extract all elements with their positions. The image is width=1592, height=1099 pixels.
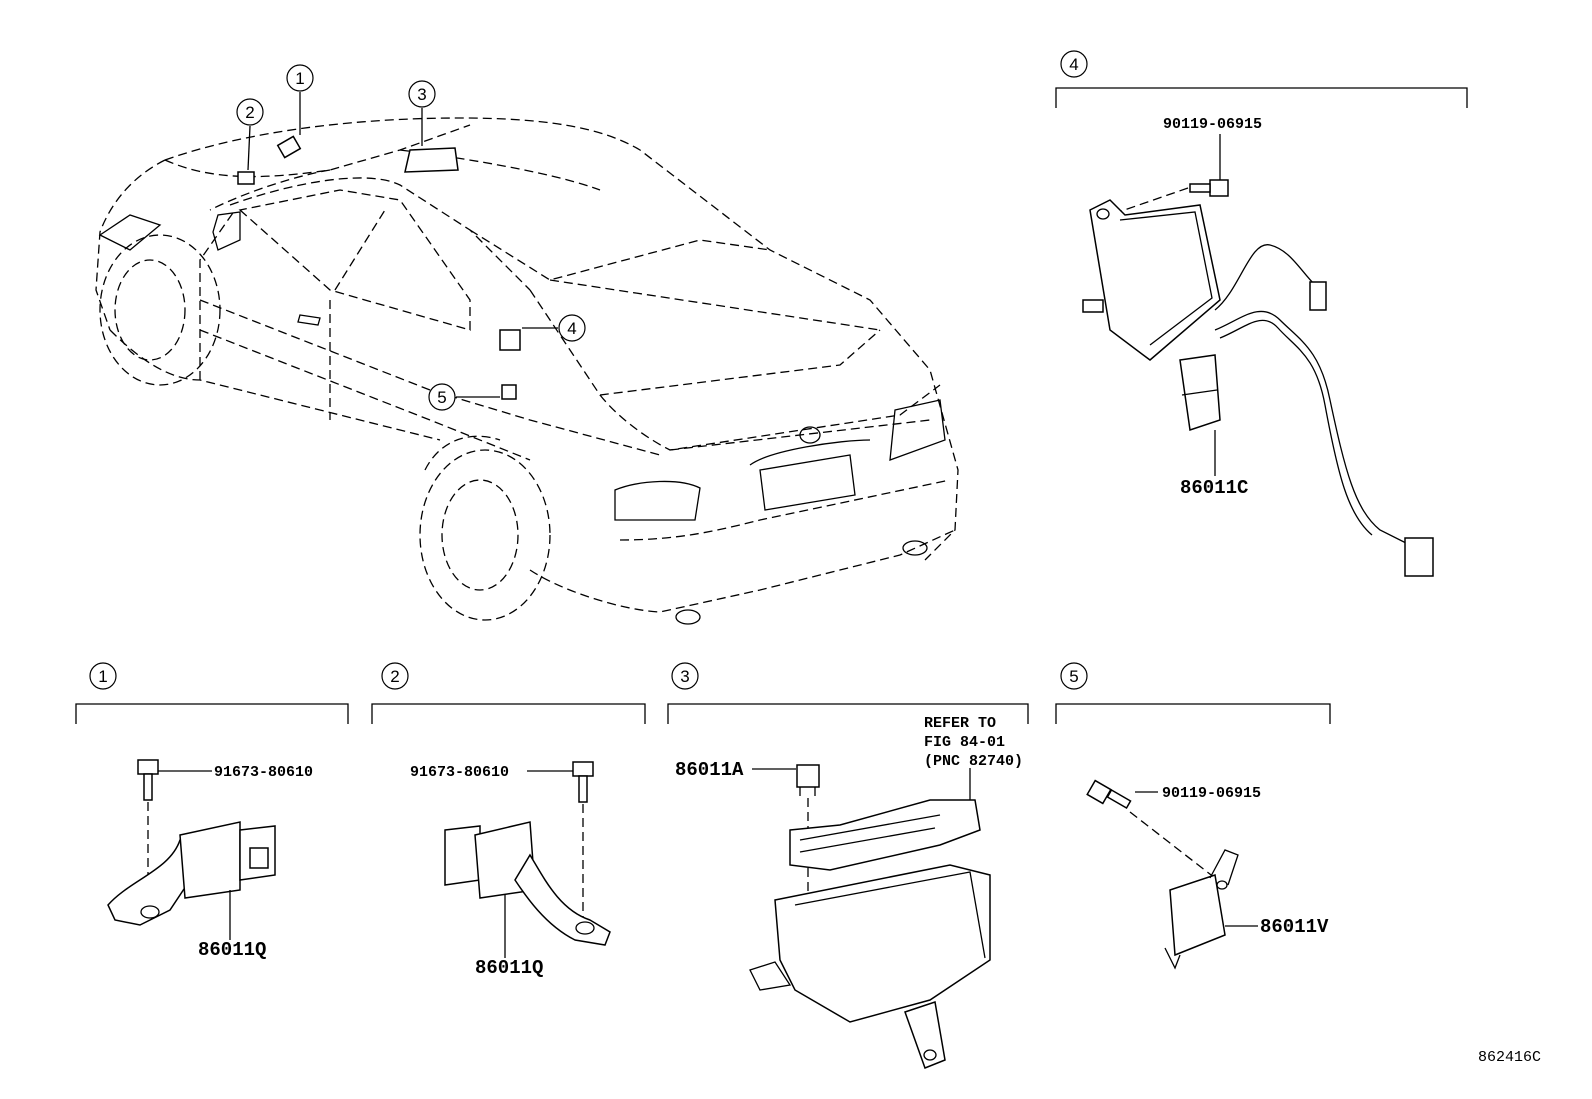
detail-5-part-number: 86011V bbox=[1260, 916, 1329, 938]
figure-id: 862416C bbox=[1478, 1049, 1541, 1066]
antenna-module-icon bbox=[1082, 199, 1221, 431]
car-callouts: 1 2 3 4 5 bbox=[236, 64, 586, 411]
callout-2-label: 2 bbox=[245, 103, 254, 122]
detail-4-part-number: 86011C bbox=[1180, 477, 1248, 499]
sensor-module-icon bbox=[1164, 849, 1239, 970]
detail-3-marker bbox=[671, 662, 699, 690]
bolt-icon bbox=[137, 759, 159, 801]
detail-5-bolt-number: 90119-06915 bbox=[1162, 785, 1261, 802]
callout-1-label: 1 bbox=[295, 69, 304, 88]
detail-2-marker bbox=[381, 662, 409, 690]
detail-2-label: 2 bbox=[390, 667, 399, 686]
detail-4: 4 90119-06915 86011C bbox=[1055, 50, 1468, 577]
detail-3-label: 3 bbox=[680, 667, 689, 686]
callout-4 bbox=[558, 314, 586, 342]
sensor-bracket-icon bbox=[107, 821, 276, 926]
callout-5 bbox=[428, 383, 456, 411]
detail-5-marker bbox=[1060, 662, 1088, 690]
callout-5-label: 5 bbox=[437, 388, 446, 407]
detail-5: 5 90119-06915 86011V bbox=[1055, 662, 1331, 970]
detail-3-part-number: 86011A bbox=[675, 759, 744, 781]
relay-icon bbox=[796, 764, 820, 796]
detail-4-marker bbox=[1060, 50, 1088, 78]
sensor-bracket-icon bbox=[444, 821, 611, 946]
detail-1-bolt-number: 91673-80610 bbox=[214, 764, 313, 781]
bolt-icon bbox=[572, 761, 594, 803]
detail-3: 3 86011A REFER TO FIG 84-01 (PNC 82740) bbox=[667, 662, 1029, 1069]
detail-2: 2 91673-80610 86011Q bbox=[371, 662, 646, 979]
detail-3-refer-line-3: (PNC 82740) bbox=[924, 753, 1023, 770]
detail-1-marker bbox=[89, 662, 117, 690]
detail-1-part-number: 86011Q bbox=[198, 939, 266, 961]
bolt-icon bbox=[1189, 179, 1229, 197]
callout-1 bbox=[286, 64, 314, 92]
detail-5-label: 5 bbox=[1069, 667, 1078, 686]
callout-3-label: 3 bbox=[417, 85, 426, 104]
detail-2-part-number: 86011Q bbox=[475, 957, 543, 979]
callout-2 bbox=[236, 98, 264, 126]
callout-3 bbox=[408, 80, 436, 108]
detail-3-refer-line-2: FIG 84-01 bbox=[924, 734, 1005, 751]
detail-2-bolt-number: 91673-80610 bbox=[410, 764, 509, 781]
detail-3-refer-line-1: REFER TO bbox=[924, 715, 996, 732]
detail-1-label: 1 bbox=[98, 667, 107, 686]
car-illustration bbox=[95, 117, 959, 625]
callout-4-label: 4 bbox=[567, 319, 576, 338]
detail-4-bolt-number: 90119-06915 bbox=[1163, 116, 1262, 133]
junction-block-icon bbox=[749, 799, 991, 1069]
detail-1: 1 91673-80610 86011Q bbox=[75, 662, 349, 961]
bolt-icon bbox=[1086, 779, 1132, 809]
detail-4-label: 4 bbox=[1069, 55, 1078, 74]
